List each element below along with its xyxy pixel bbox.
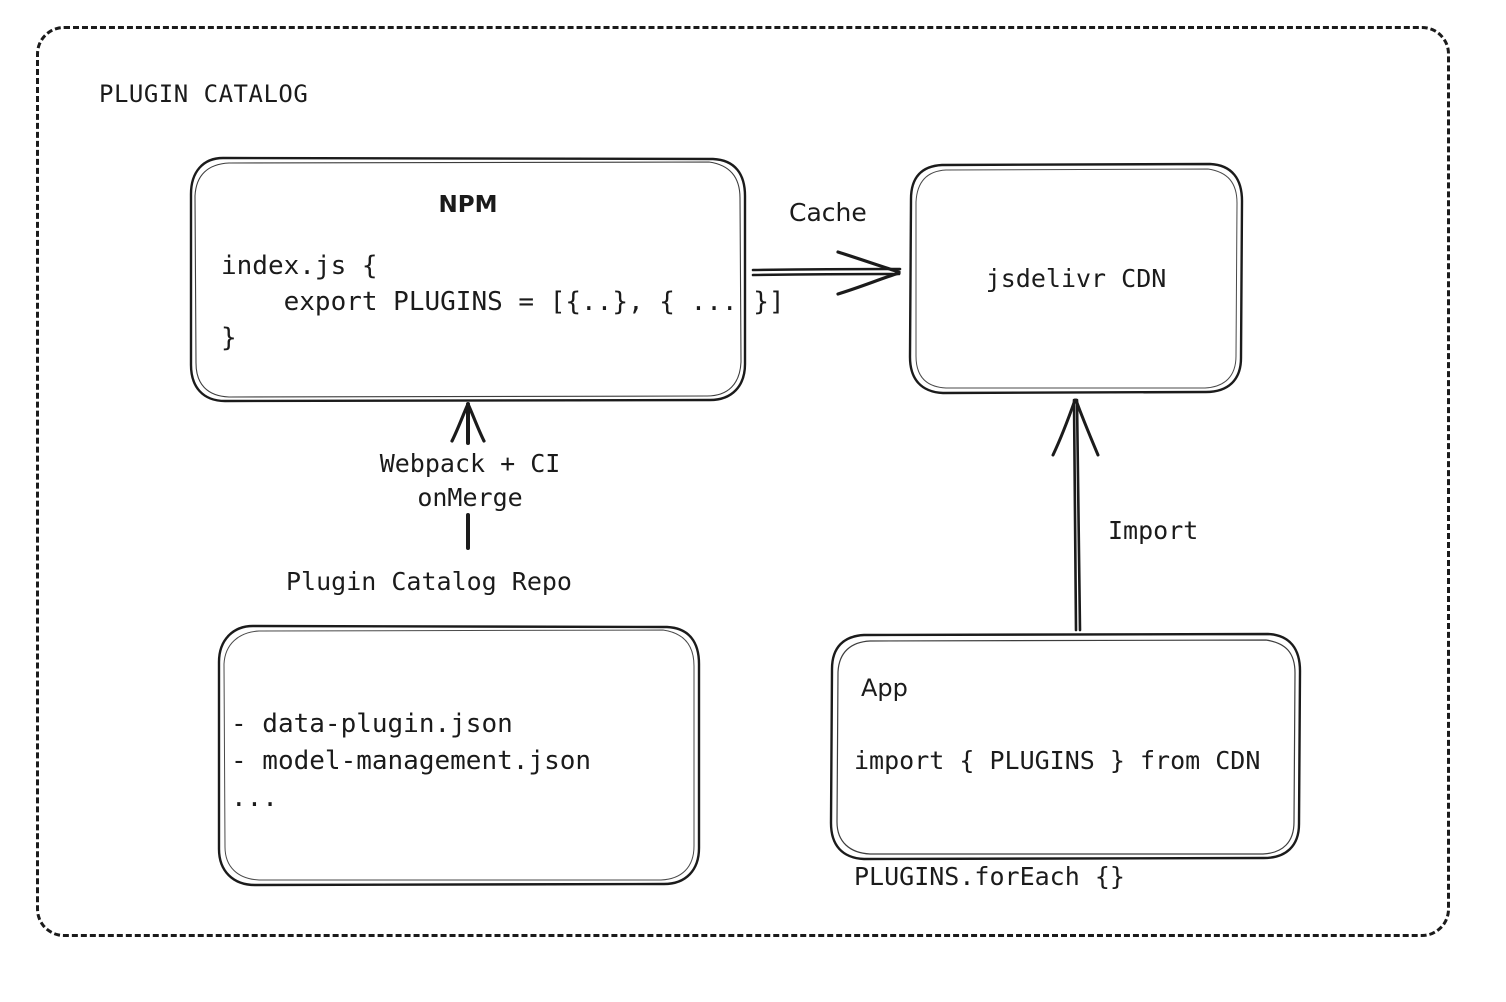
node-plugin-catalog-repo[interactable]: - data-plugin.json - model-management.js… [217,624,701,887]
node-jsdelivr-cdn[interactable]: jsdelivr CDN [908,162,1244,395]
node-app-code: import { PLUGINS } from CDN PLUGINS.forE… [854,746,1261,891]
node-app-title: App [861,674,908,702]
node-repo-file-list: - data-plugin.json - model-management.js… [231,709,592,813]
connector-label-webpack: Webpack + CI onMerge [379,449,561,512]
section-title: PLUGIN CATALOG [99,80,309,108]
node-npm-code: index.js { export PLUGINS = [{..}, { ...… [221,251,785,353]
node-cdn-title: jsdelivr CDN [985,263,1167,293]
connector-label-cache: Cache [789,198,867,227]
connector-label-import: Import [1108,516,1199,545]
node-npm-title: NPM [438,192,498,218]
node-npm[interactable]: NPM index.js { export PLUGINS = [{..}, {… [189,156,785,403]
plugin-catalog-boundary [36,26,1450,937]
node-app[interactable]: App import { PLUGINS } from CDN PLUGINS.… [828,632,1302,891]
repo-caption: Plugin Catalog Repo [286,567,572,596]
